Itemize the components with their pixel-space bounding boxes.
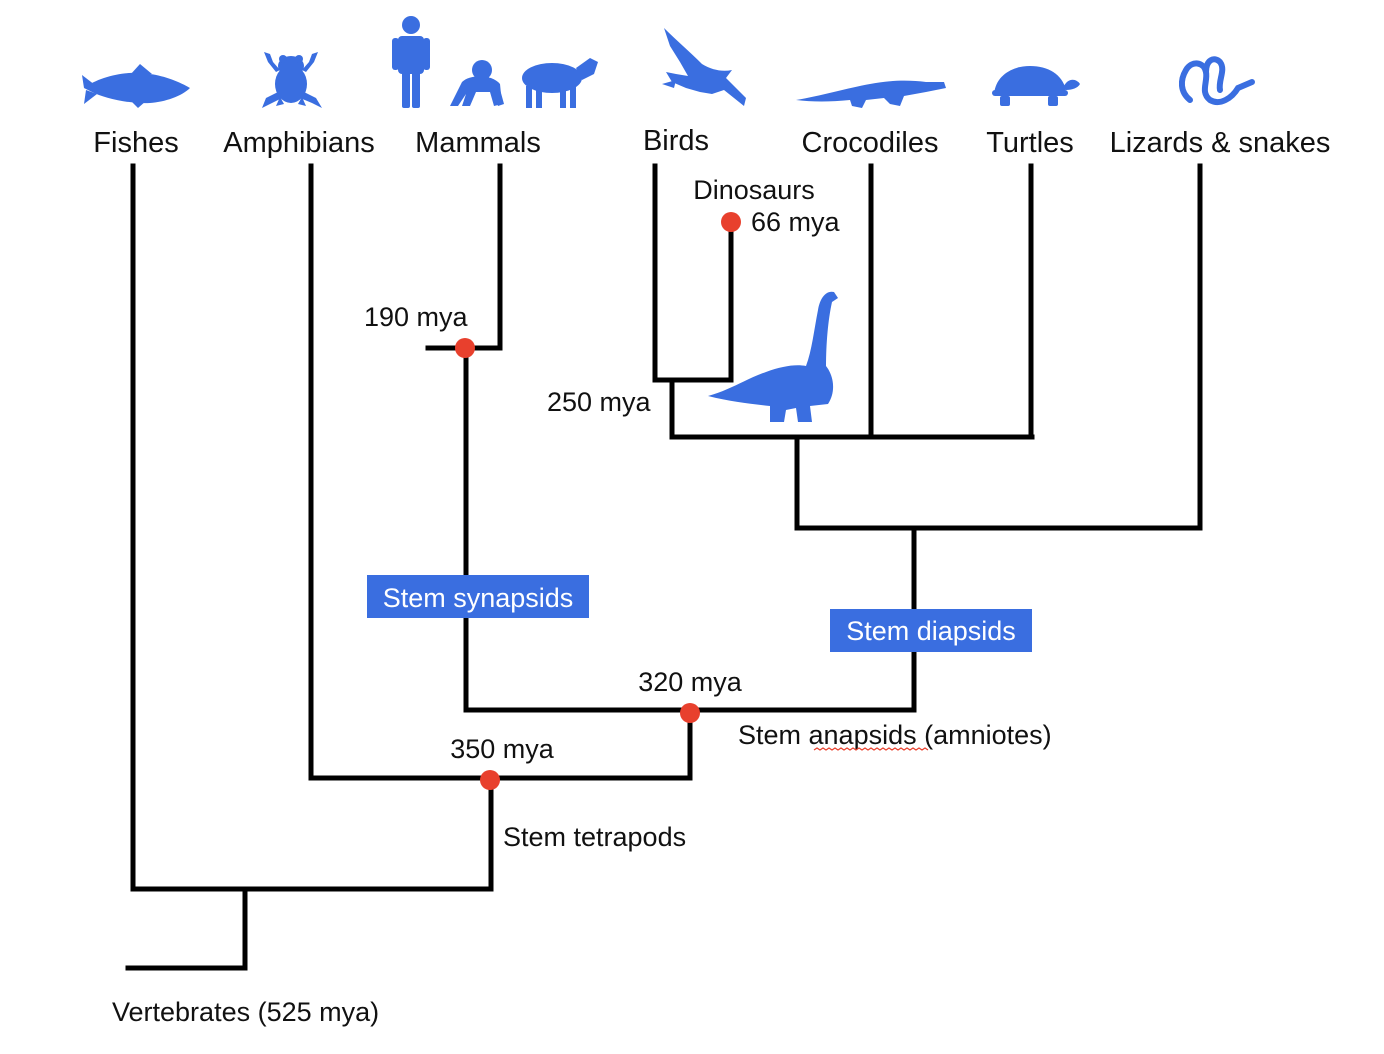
frog-icon xyxy=(262,52,322,108)
crocodile-icon xyxy=(796,80,946,108)
label-stem-anapsids: Stem anapsids (amniotes) xyxy=(738,720,1052,750)
sauropod-icon xyxy=(708,291,838,422)
label-dino-extinction: 66 mya xyxy=(751,207,841,237)
turtle-icon xyxy=(992,66,1080,106)
fish-icon xyxy=(82,64,190,108)
bird-icon xyxy=(662,28,746,106)
node-mammals xyxy=(455,338,475,358)
node-markers xyxy=(455,212,741,790)
spellcheck-underline xyxy=(813,747,929,751)
taxon-lizards-snakes: Lizards & snakes xyxy=(1110,127,1331,159)
branch-archosaurs xyxy=(669,377,1035,440)
stem-synapsids-label: Stem synapsids xyxy=(383,583,574,613)
label-tetrapod-node: 350 mya xyxy=(450,734,555,764)
label-mammal-node: 190 mya xyxy=(364,302,469,332)
taxon-amphibians: Amphibians xyxy=(223,127,375,159)
label-amniote-node: 320 mya xyxy=(638,667,743,697)
taxon-fishes: Fishes xyxy=(93,127,178,159)
stem-diapsids-label: Stem diapsids xyxy=(846,616,1016,646)
branch-root xyxy=(125,886,248,971)
chimp-icon xyxy=(450,60,504,106)
taxon-mammals: Mammals xyxy=(415,127,541,159)
taxon-turtles: Turtles xyxy=(986,127,1074,159)
node-tetrapods xyxy=(480,770,500,790)
node-dinosaur-extinction xyxy=(721,212,741,232)
label-dinosaurs: Dinosaurs xyxy=(693,175,815,205)
snake-icon xyxy=(1178,56,1255,106)
taxon-crocodiles: Crocodiles xyxy=(802,127,939,159)
human-icon xyxy=(392,16,430,108)
branch-amphibians xyxy=(308,163,693,781)
branch-birds xyxy=(652,163,734,383)
branch-fishes xyxy=(130,163,494,892)
taxon-birds: Birds xyxy=(643,125,709,157)
label-stem-tetrapods: Stem tetrapods xyxy=(503,822,686,852)
sheep-icon xyxy=(522,58,598,108)
stem-synapsids-box xyxy=(367,575,589,618)
label-root: Vertebrates (525 mya) xyxy=(112,997,379,1027)
node-amniotes xyxy=(680,703,700,723)
branch-mammals xyxy=(425,163,503,351)
branch-lizards xyxy=(794,163,1203,531)
stem-diapsids-box xyxy=(830,609,1032,652)
label-archosaur-node: 250 mya xyxy=(547,387,652,417)
